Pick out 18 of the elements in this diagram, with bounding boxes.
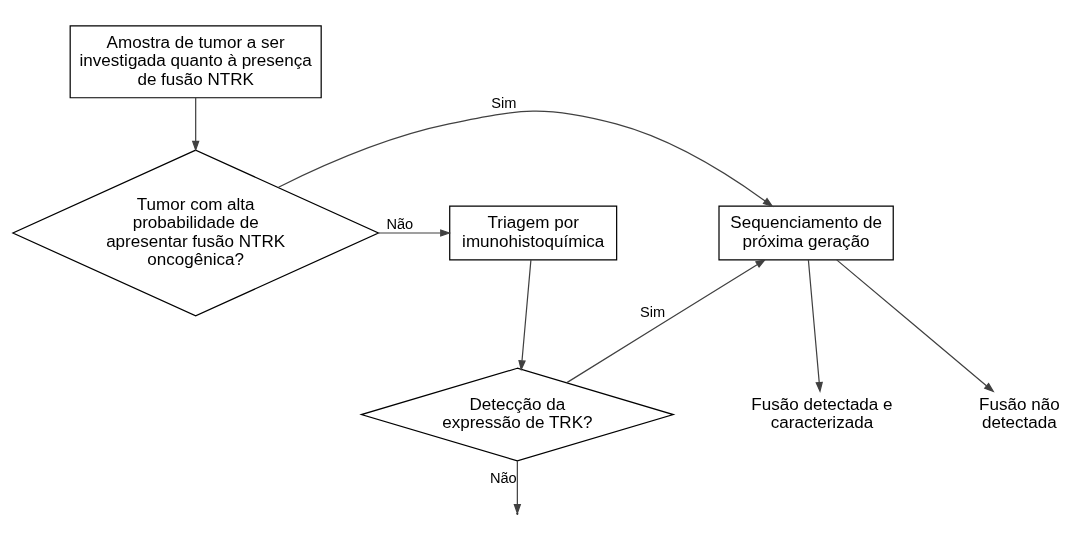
arrow <box>518 258 532 371</box>
edge-label: Não <box>489 469 517 486</box>
node-box: Amostra de tumor a ser investigada quanto à presença de fusão NTRK <box>69 24 322 98</box>
node-text: Fusão detectada e caracterizada <box>751 394 893 432</box>
edge-label: Sim <box>639 303 666 320</box>
arrow <box>836 258 995 393</box>
edge-label: Sim <box>491 94 517 111</box>
node-box: Triagem por imunohistoquímica <box>449 205 618 260</box>
arrow <box>277 110 774 207</box>
arrow <box>378 228 452 237</box>
node-diamond: Detecção da expressão de TRK? <box>359 367 676 461</box>
edge-label: Não <box>386 215 414 232</box>
arrow <box>191 96 200 152</box>
node-box: Sequenciamento de próxima geração <box>718 205 894 260</box>
arrow <box>807 258 824 393</box>
arrow <box>566 258 767 383</box>
node-diamond: Tumor com alta probabilidade de apresentar fusão NTRK oncogênica? <box>11 149 380 317</box>
node-text: Fusão não detectada <box>979 394 1060 432</box>
